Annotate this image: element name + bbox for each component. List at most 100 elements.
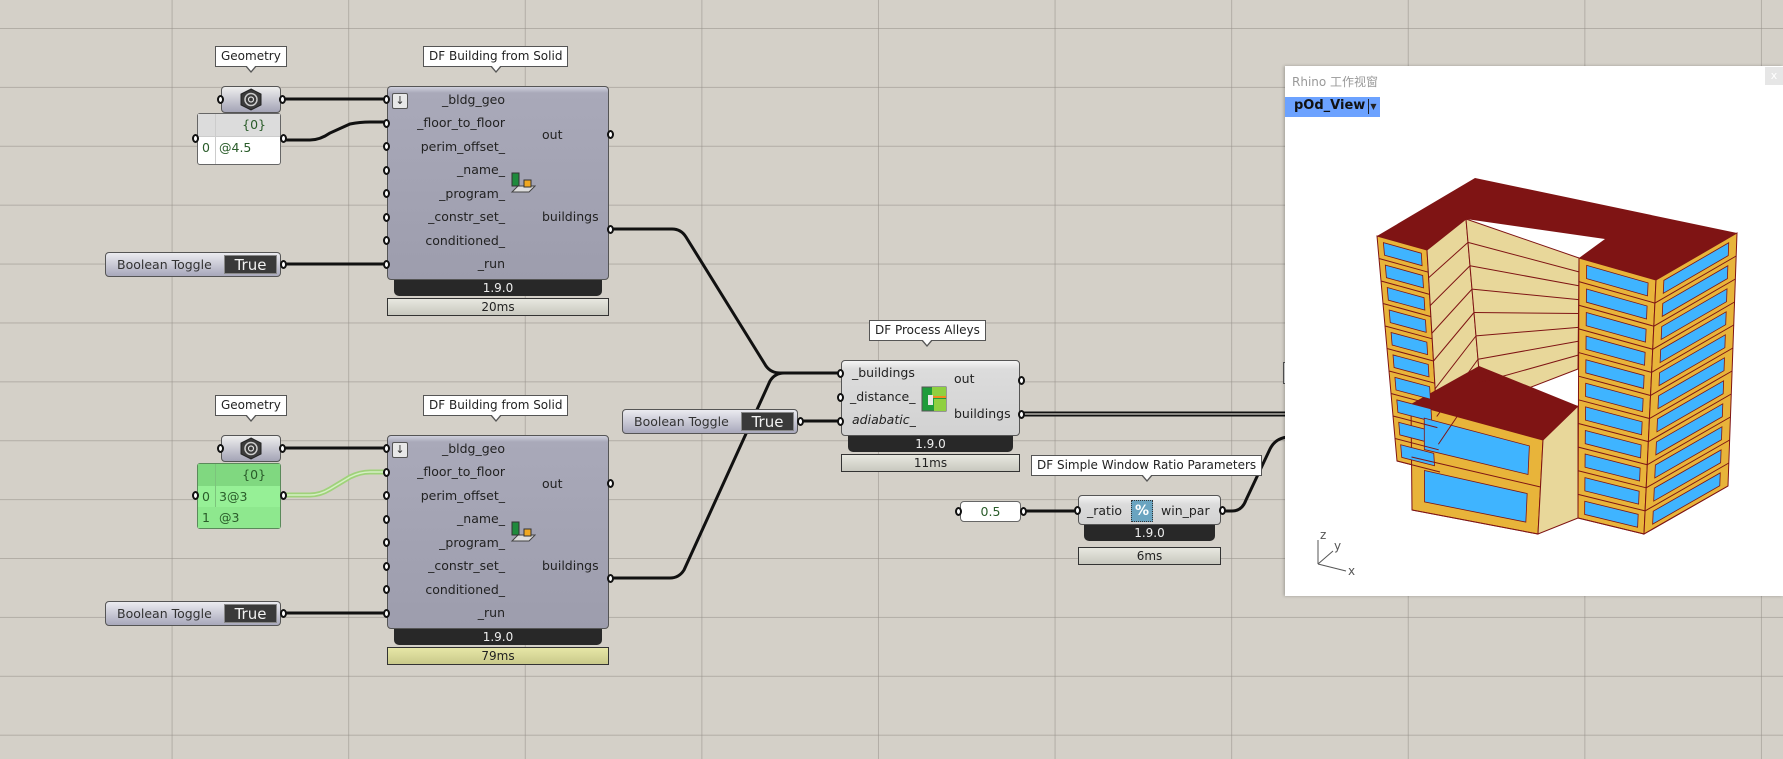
toggle-value[interactable]: True [224, 255, 277, 274]
input-port[interactable] [383, 236, 390, 245]
window-pane [1659, 311, 1727, 364]
df-building-from-solid-node[interactable]: ↓ _bldg_geo _floor_to_floor perim_offset… [383, 86, 614, 280]
output-port[interactable] [1219, 506, 1226, 515]
input-label: _run [477, 605, 505, 620]
panel-input-port[interactable] [955, 507, 962, 516]
boolean-toggle[interactable]: Boolean Toggle True [622, 409, 804, 434]
building-model-render [1376, 178, 1738, 535]
wire-bldg1-to-alleys [609, 227, 841, 375]
df-building-from-solid-node[interactable]: ↓ _bldg_geo _floor_to_floor perim_offset… [383, 435, 614, 629]
input-port[interactable] [383, 468, 390, 477]
input-port[interactable] [383, 213, 390, 222]
floor-line [1479, 354, 1579, 384]
panel-output-port[interactable] [280, 491, 287, 500]
input-label: _buildings [852, 365, 915, 380]
toggle-output-port[interactable] [797, 417, 804, 426]
input-port[interactable] [383, 562, 390, 571]
floor-line [1392, 415, 1438, 429]
ratio-number-panel[interactable]: 0.5 [955, 501, 1027, 522]
floor-height-panel[interactable]: {0} 0 @4.5 [192, 113, 287, 165]
input-port[interactable] [383, 260, 390, 269]
expand-arrow-icon[interactable]: ↓ [392, 442, 408, 458]
geometry-input-port[interactable] [217, 95, 224, 104]
floor-line [1386, 348, 1434, 362]
geometry-tooltip: Geometry [215, 395, 287, 422]
panel-header: {0} [242, 467, 266, 482]
floor-line [1578, 304, 1654, 327]
toggle-value[interactable]: True [741, 412, 794, 431]
window-pane [1584, 429, 1642, 459]
expand-arrow-icon[interactable]: ↓ [392, 93, 408, 109]
input-port[interactable] [383, 119, 390, 128]
input-port[interactable] [383, 95, 390, 104]
viewport-title: Rhino 工作视窗 [1292, 75, 1379, 89]
input-port[interactable] [837, 393, 844, 402]
boolean-toggle[interactable]: Boolean Toggle True [105, 252, 287, 277]
window-pane [1394, 376, 1431, 400]
input-port[interactable] [383, 609, 390, 618]
ratio-value: 0.5 [980, 504, 1001, 519]
output-port[interactable] [607, 479, 614, 488]
geometry-param[interactable] [217, 86, 286, 113]
geometry-param[interactable] [217, 435, 286, 462]
output-port[interactable] [607, 225, 614, 234]
input-port[interactable] [837, 417, 844, 426]
df-process-alleys-node[interactable]: _buildings _distance_ adiabatic_ out bui… [837, 360, 1025, 436]
building-windows [1382, 242, 1730, 528]
view-name-tab[interactable]: pOd_View ▼ [1285, 97, 1380, 117]
output-port[interactable] [1018, 376, 1025, 385]
toggle-output-port[interactable] [280, 260, 287, 269]
input-port[interactable] [383, 166, 390, 175]
input-port[interactable] [837, 369, 844, 378]
output-port[interactable] [1018, 410, 1025, 419]
floor-line [1433, 312, 1475, 362]
input-label: _constr_set_ [428, 209, 505, 224]
floor-line [1651, 324, 1734, 373]
panel-output-port[interactable] [1020, 507, 1027, 516]
panel-output-port[interactable] [280, 134, 287, 143]
input-port[interactable] [383, 444, 390, 453]
boolean-toggle[interactable]: Boolean Toggle True [105, 601, 287, 626]
output-port[interactable] [607, 574, 614, 583]
output-label: buildings [542, 209, 599, 224]
input-label: _name_ [457, 162, 505, 177]
toggle-value[interactable]: True [224, 604, 277, 623]
toggle-output-port[interactable] [280, 609, 287, 618]
input-port[interactable] [383, 491, 390, 500]
floor-line [1577, 517, 1645, 535]
df-window-ratio-node[interactable]: _ratio % win_par [1074, 495, 1226, 525]
input-port[interactable] [383, 142, 390, 151]
output-port[interactable] [607, 130, 614, 139]
input-port[interactable] [383, 585, 390, 594]
floor-line [1431, 288, 1473, 334]
component-tooltip: DF Building from Solid [423, 395, 569, 422]
panel-input-port[interactable] [192, 491, 199, 500]
floor-line [1475, 326, 1579, 337]
profiler-timer: 79ms [387, 647, 609, 665]
building-component-icon [510, 172, 536, 193]
floor-height-panel[interactable]: {0} 0 3@3 1 @3 [192, 463, 287, 529]
input-port[interactable] [383, 189, 390, 198]
input-label: _bldg_geo [441, 441, 505, 456]
floor-line [1647, 416, 1731, 466]
geometry-input-port[interactable] [217, 444, 224, 453]
version-label: 1.9.0 [394, 280, 602, 296]
rhino-viewport-window[interactable]: Rhino 工作视窗 x pOd_View ▼ z y x [1285, 66, 1783, 596]
input-port[interactable] [383, 515, 390, 524]
window-pane [1662, 242, 1730, 295]
panel-input-port[interactable] [192, 134, 199, 143]
view-dropdown-chevron-icon[interactable]: ▼ [1368, 99, 1378, 114]
version-label: 1.9.0 [848, 436, 1013, 452]
geometry-output-port[interactable] [279, 444, 286, 453]
floor-line [1411, 509, 1539, 535]
axis-gizmo: z y x [1317, 528, 1355, 576]
input-label: conditioned_ [425, 582, 505, 597]
input-port[interactable] [1074, 506, 1081, 515]
output-label: out [542, 476, 563, 491]
floor-line [1578, 446, 1648, 466]
geometry-output-port[interactable] [279, 95, 286, 104]
input-port[interactable] [383, 538, 390, 547]
floor-line [1467, 241, 1580, 273]
close-button[interactable]: x [1765, 67, 1783, 85]
